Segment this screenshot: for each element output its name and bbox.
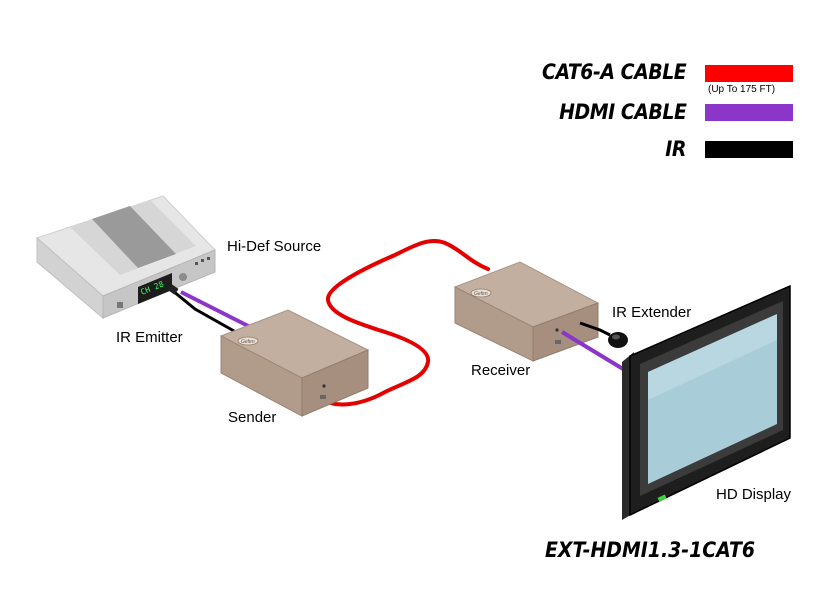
legend-swatch-cat6-cable: [705, 65, 793, 82]
label-hd-display: HD Display: [716, 486, 792, 503]
legend-swatch-ir: [705, 141, 793, 158]
label-ir-extender: IR Extender: [612, 304, 692, 321]
cat6-cable: [320, 238, 490, 407]
ir-emitter-cable: [168, 284, 251, 342]
ir-extender: [579, 321, 628, 348]
legend-note-cat6-range: (Up To 175 FT): [708, 84, 776, 95]
hdmi-cable-receiver-to-display: [560, 330, 630, 374]
model-number: EXT-HDMI1.3-1CAT6: [545, 538, 755, 562]
legend-label-hdmi-cable: HDMI CABLE: [558, 100, 687, 124]
label-sender: Sender: [228, 409, 277, 426]
label-hi-def-source: Hi-Def Source: [227, 238, 322, 255]
legend-label-ir: IR: [665, 137, 686, 161]
receiver-brand-badge: Gefen: [474, 291, 488, 297]
legend-swatch-hdmi-cable: [705, 104, 793, 121]
sender-device: Gefen: [219, 309, 370, 417]
legend-label-cat6-cable: CAT6-A CABLE: [541, 60, 687, 84]
label-ir-emitter: IR Emitter: [116, 329, 183, 346]
sender-brand-badge: Gefen: [241, 339, 255, 345]
hi-def-source-device: CH 28: [36, 195, 216, 320]
receiver-device: Gefen: [453, 261, 600, 362]
label-receiver: Receiver: [471, 362, 531, 379]
hd-display-device: [622, 284, 791, 520]
